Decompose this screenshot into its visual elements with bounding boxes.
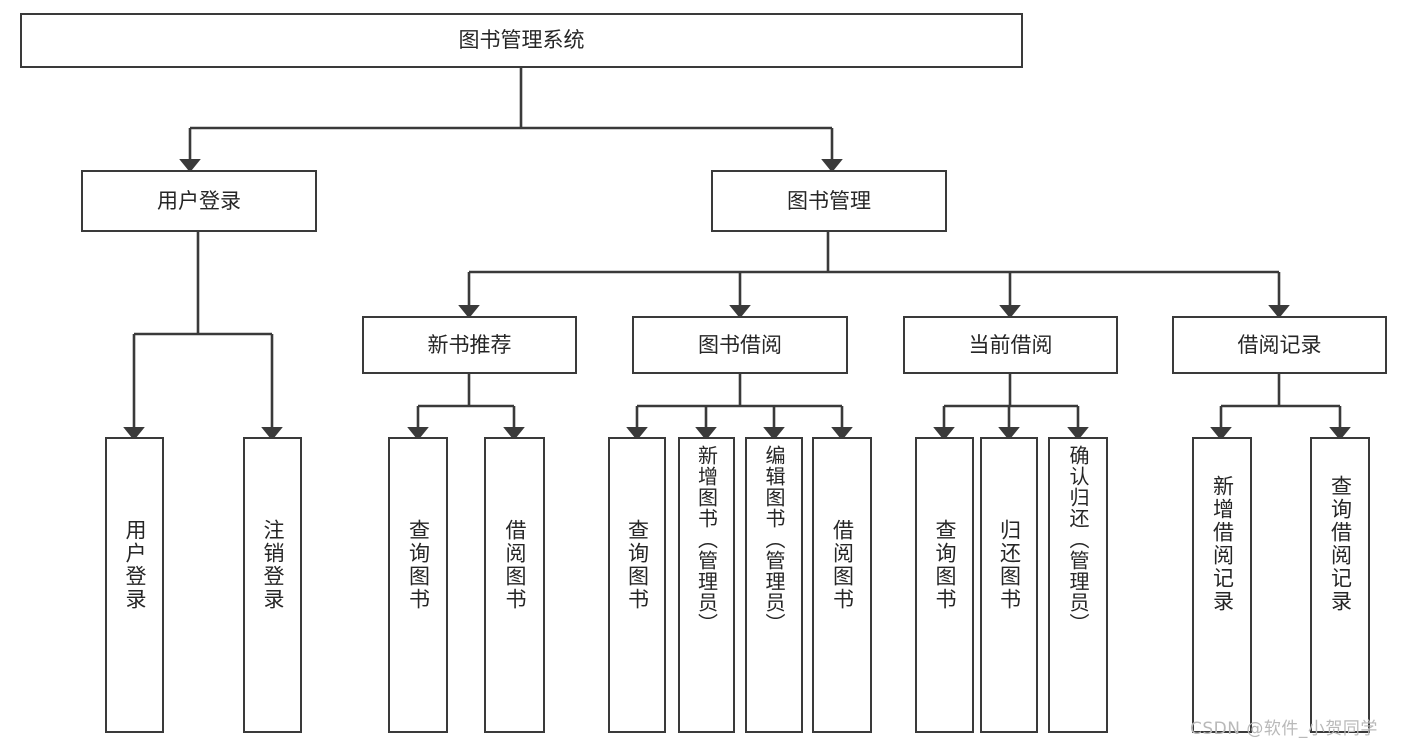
node-root-system[interactable]: 图书管理系统 (20, 13, 1023, 68)
leaf-borrow-book-1-label: 借阅图书 (503, 519, 527, 611)
node-new-book-rec[interactable]: 新书推荐 (362, 316, 577, 374)
leaf-user-login[interactable]: 用户登录 (105, 437, 164, 733)
leaf-borrow-book-1[interactable]: 借阅图书 (484, 437, 545, 733)
leaf-return-book-label: 归还图书 (997, 519, 1022, 611)
leaf-edit-book-label: 编辑图书（管理员） (762, 445, 786, 634)
leaf-borrow-book-2-label: 借阅图书 (830, 519, 855, 611)
node-user-login-label: 用户登录 (157, 188, 241, 213)
leaf-add-record[interactable]: 新增借阅记录 (1192, 437, 1252, 733)
leaf-add-book[interactable]: 新增图书（管理员） (678, 437, 735, 733)
leaf-confirm-return[interactable]: 确认归还（管理员） (1048, 437, 1108, 733)
leaf-return-book[interactable]: 归还图书 (980, 437, 1038, 733)
leaf-logout-login[interactable]: 注销登录 (243, 437, 302, 733)
csdn-watermark: CSDN @软件_小贺同学 (1190, 719, 1378, 739)
node-current-borrow[interactable]: 当前借阅 (903, 316, 1118, 374)
node-borrow-record-label: 借阅记录 (1237, 332, 1322, 357)
leaf-query-record-label: 查询借阅记录 (1328, 475, 1353, 613)
node-book-manage-label: 图书管理 (787, 188, 871, 213)
leaf-query-book-2[interactable]: 查询图书 (608, 437, 666, 733)
leaf-edit-book[interactable]: 编辑图书（管理员） (745, 437, 803, 733)
leaf-add-record-label: 新增借阅记录 (1210, 475, 1235, 613)
node-current-borrow-label: 当前借阅 (968, 332, 1053, 357)
leaf-query-book-3[interactable]: 查询图书 (915, 437, 974, 733)
leaf-query-record[interactable]: 查询借阅记录 (1310, 437, 1370, 733)
leaf-query-book-3-label: 查询图书 (933, 519, 957, 611)
node-user-login[interactable]: 用户登录 (81, 170, 317, 232)
leaf-logout-login-label: 注销登录 (261, 519, 285, 611)
node-new-book-rec-label: 新书推荐 (427, 332, 512, 357)
leaf-borrow-book-2[interactable]: 借阅图书 (812, 437, 872, 733)
node-book-borrow[interactable]: 图书借阅 (632, 316, 848, 374)
leaf-add-book-label: 新增图书（管理员） (694, 445, 719, 634)
leaf-query-book-1-label: 查询图书 (406, 519, 431, 611)
leaf-user-login-label: 用户登录 (123, 519, 147, 611)
leaf-query-book-2-label: 查询图书 (625, 519, 650, 611)
node-book-borrow-label: 图书借阅 (698, 332, 782, 357)
leaf-confirm-return-label: 确认归还（管理员） (1066, 445, 1090, 634)
node-borrow-record[interactable]: 借阅记录 (1172, 316, 1387, 374)
node-book-manage[interactable]: 图书管理 (711, 170, 947, 232)
node-root-system-label: 图书管理系统 (458, 28, 585, 53)
leaf-query-book-1[interactable]: 查询图书 (388, 437, 448, 733)
